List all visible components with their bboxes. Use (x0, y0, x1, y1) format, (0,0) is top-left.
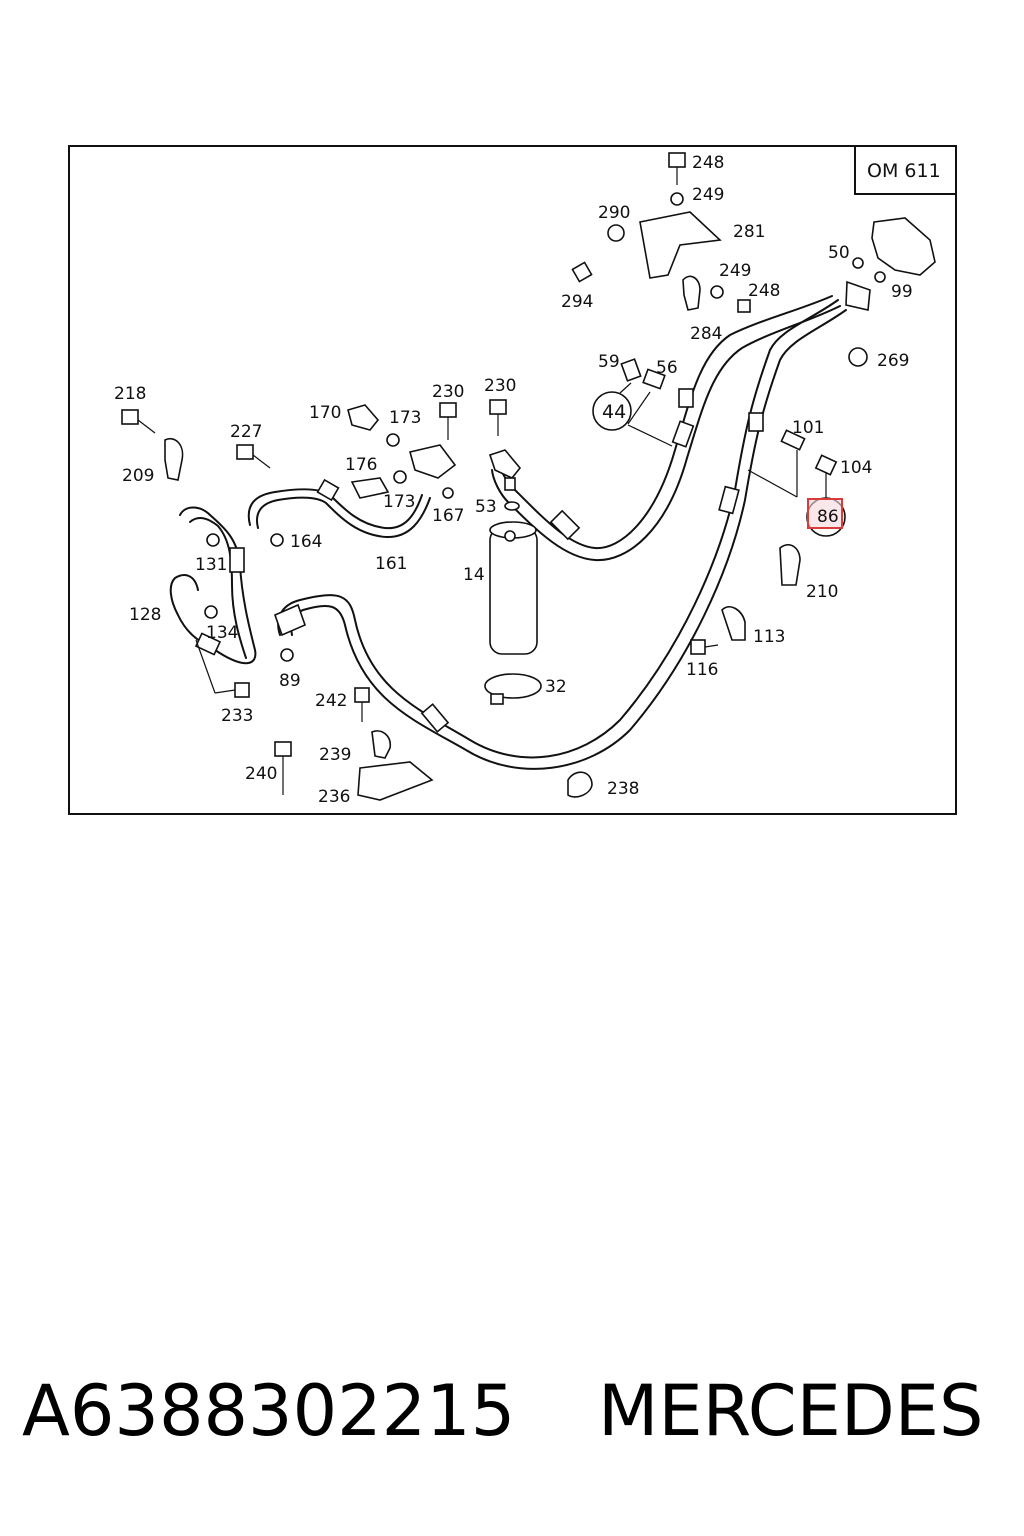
callout-59: 59 (598, 352, 620, 372)
callout-242: 242 (315, 691, 347, 711)
callout-238: 238 (607, 779, 639, 799)
callout-161: 161 (375, 554, 407, 574)
callout-227: 227 (230, 422, 262, 442)
callout-209: 209 (122, 466, 154, 486)
callout-248-top: 248 (692, 153, 724, 173)
caption: A6388302215 MERCEDES (0, 1370, 1024, 1470)
callout-labels: 248 249 290 281 294 249 248 284 50 99 26… (114, 153, 913, 807)
callout-32: 32 (545, 677, 567, 697)
engine-label: OM 611 (867, 160, 941, 182)
callout-173-top: 173 (389, 408, 421, 428)
callout-14: 14 (463, 565, 485, 585)
callout-218: 218 (114, 384, 146, 404)
bracket-281 (571, 152, 751, 313)
valves (620, 358, 838, 476)
callout-44: 44 (602, 401, 626, 423)
callout-128: 128 (129, 605, 161, 625)
callout-99: 99 (891, 282, 913, 302)
callout-131: 131 (195, 555, 227, 575)
callout-240: 240 (245, 764, 277, 784)
callout-239: 239 (319, 745, 351, 765)
condenser-block (845, 217, 936, 367)
callout-236: 236 (318, 787, 350, 807)
callout-104: 104 (840, 458, 872, 478)
callout-50: 50 (828, 243, 850, 263)
callout-89: 89 (279, 671, 301, 691)
part-number: A6388302215 (22, 1370, 516, 1452)
callout-116: 116 (686, 660, 718, 680)
callout-290: 290 (598, 203, 630, 223)
callout-101: 101 (792, 418, 824, 438)
callout-269: 269 (877, 351, 909, 371)
fasteners (121, 399, 801, 801)
callout-164: 164 (290, 532, 322, 552)
callout-248-mid: 248 (748, 281, 780, 301)
receiver-dryer (484, 449, 542, 705)
brand-name: MERCEDES (598, 1370, 984, 1452)
callout-249-mid: 249 (719, 261, 751, 281)
callout-56: 56 (656, 358, 678, 378)
callout-284: 284 (690, 324, 722, 344)
callout-210: 210 (806, 582, 838, 602)
callout-230-left: 230 (432, 382, 464, 402)
callout-134: 134 (206, 623, 238, 643)
engine-label-box (854, 145, 957, 195)
callout-173-bottom: 173 (383, 492, 415, 512)
callout-167: 167 (432, 506, 464, 526)
highlight-box-86 (807, 498, 843, 529)
callout-113: 113 (753, 627, 785, 647)
callout-249-top: 249 (692, 185, 724, 205)
callout-170: 170 (309, 403, 341, 423)
callout-53: 53 (475, 497, 497, 517)
callout-281: 281 (733, 222, 765, 242)
callout-86: 86 (817, 507, 839, 527)
callout-176: 176 (345, 455, 377, 475)
callout-294: 294 (561, 292, 593, 312)
callout-233: 233 (221, 706, 253, 726)
callout-230-right: 230 (484, 376, 516, 396)
